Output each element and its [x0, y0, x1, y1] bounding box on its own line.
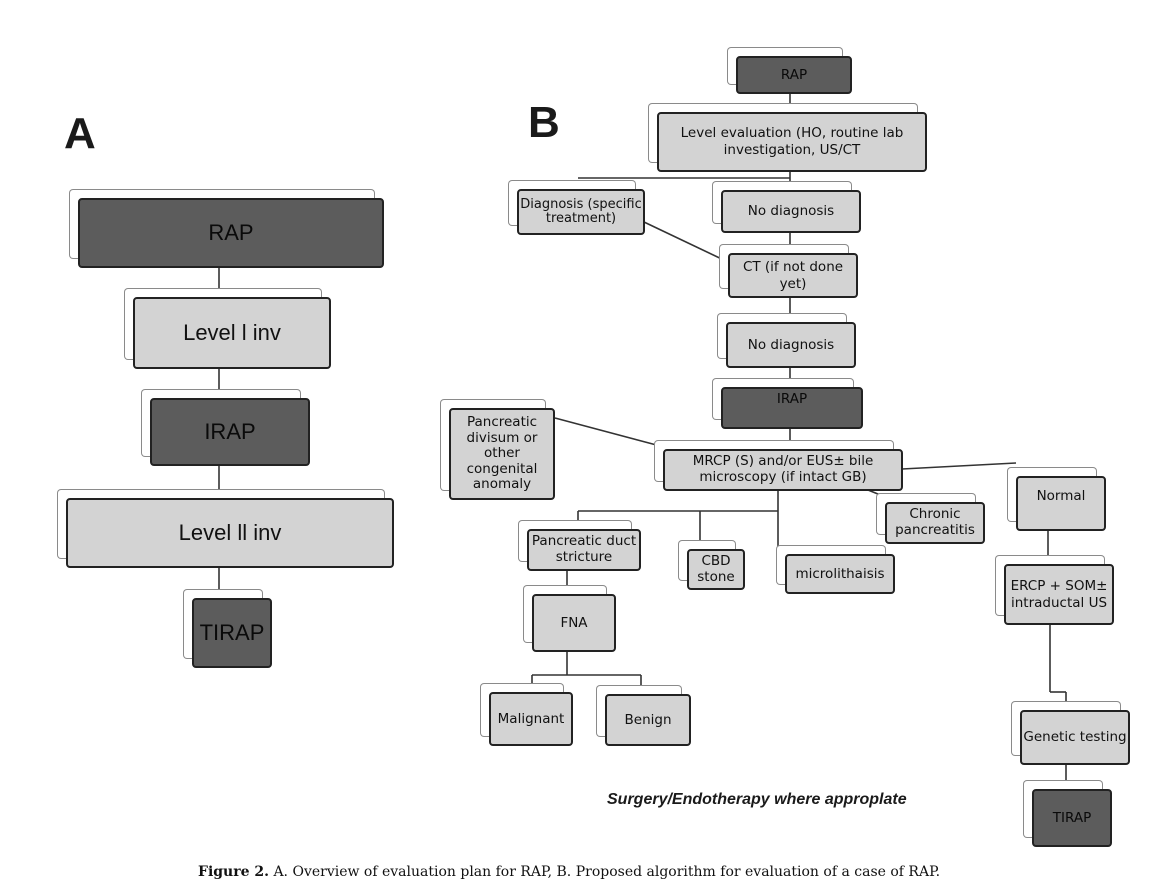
connector-diagnosis-ct [643, 221, 729, 263]
node-ct: CT (if not done yet) [728, 253, 858, 298]
node-fna-text: FNA [560, 614, 588, 631]
node-pancreatic-divisum-text: Pancreatic divisum or other congenital a… [466, 414, 538, 493]
panel-a-irap-text: IRAP [204, 419, 256, 445]
node-rap: RAP [736, 56, 852, 94]
connector-mrcp-divisum [554, 417, 665, 448]
node-ct-text: CT (if not done yet) [742, 258, 844, 292]
node-fna: FNA [532, 594, 616, 652]
node-mrcp: MRCP (S) and/or EUS± bile microscopy (if… [663, 449, 903, 491]
node-microlithaisis: microlithaisis [785, 554, 895, 594]
node-level-evaluation: Level evaluation (HO, routine lab invest… [657, 112, 927, 172]
node-genetic-testing-text: Genetic testing [1023, 728, 1127, 745]
node-tirap: TIRAP [1032, 789, 1112, 847]
caption-label: Figure 2. [198, 864, 269, 880]
node-irap-text: IRAP [776, 391, 808, 407]
node-pancreatic-divisum: Pancreatic divisum or other congenital a… [449, 408, 555, 500]
panel-a-rap-text: RAP [208, 220, 254, 246]
node-mrcp-text: MRCP (S) and/or EUS± bile microscopy (if… [692, 453, 874, 485]
node-no-diagnosis-1: No diagnosis [721, 190, 861, 233]
panel-a-irap: IRAP [150, 398, 310, 466]
node-diagnosis-text: Diagnosis (specific treatment) [520, 196, 642, 226]
node-diagnosis: Diagnosis (specific treatment) [517, 189, 645, 235]
panel-a-tirap: TIRAP [192, 598, 272, 668]
node-chronic-pancreatitis: Chronic pancreatitis [885, 502, 985, 544]
node-no-diagnosis-2: No diagnosis [726, 322, 856, 368]
node-malignant: Malignant [489, 692, 573, 746]
node-normal-text: Normal [1036, 488, 1086, 504]
node-cbd-stone: CBD stone [687, 549, 745, 590]
node-malignant-text: Malignant [497, 710, 565, 727]
node-tirap-text: TIRAP [1052, 809, 1092, 826]
node-duct-stricture: Pancreatic duct stricture [527, 529, 641, 571]
panel-a-tirap-text: TIRAP [199, 620, 265, 646]
node-genetic-testing: Genetic testing [1020, 710, 1130, 765]
panel-a-level1-inv: Level l inv [133, 297, 331, 369]
node-no-diagnosis-1-text: No diagnosis [747, 203, 835, 220]
figure-caption: Figure 2. A. Overview of evaluation plan… [198, 864, 940, 880]
panel-a-level1-inv-text: Level l inv [183, 320, 281, 346]
caption-text: A. Overview of evaluation plan for RAP, … [269, 864, 941, 880]
node-no-diagnosis-2-text: No diagnosis [747, 336, 835, 353]
node-rap-text: RAP [780, 66, 808, 83]
node-benign-text: Benign [624, 711, 672, 728]
panel-a-level2-inv-text: Level ll inv [178, 520, 282, 546]
surgery-note: Surgery/Endotherapy where approplate [607, 791, 907, 808]
node-ercp: ERCP + SOM± intraductal US [1004, 564, 1114, 625]
node-level-evaluation-text: Level evaluation (HO, routine lab invest… [680, 125, 904, 158]
node-duct-stricture-text: Pancreatic duct stricture [531, 533, 637, 565]
node-benign: Benign [605, 694, 691, 746]
panel-b-label: B [528, 98, 560, 147]
connector-mrcp-normal [901, 462, 1017, 470]
panel-a-label: A [64, 109, 96, 158]
panel-a-level2-inv: Level ll inv [66, 498, 394, 568]
panel-a-rap: RAP [78, 198, 384, 268]
node-ercp-text: ERCP + SOM± intraductal US [1010, 577, 1108, 611]
node-irap: IRAP [721, 387, 863, 429]
node-cbd-stone-text: CBD stone [697, 552, 735, 585]
node-normal: Normal [1016, 476, 1106, 531]
node-chronic-pancreatitis-text: Chronic pancreatitis [895, 506, 975, 538]
node-microlithaisis-text: microlithaisis [795, 565, 885, 582]
